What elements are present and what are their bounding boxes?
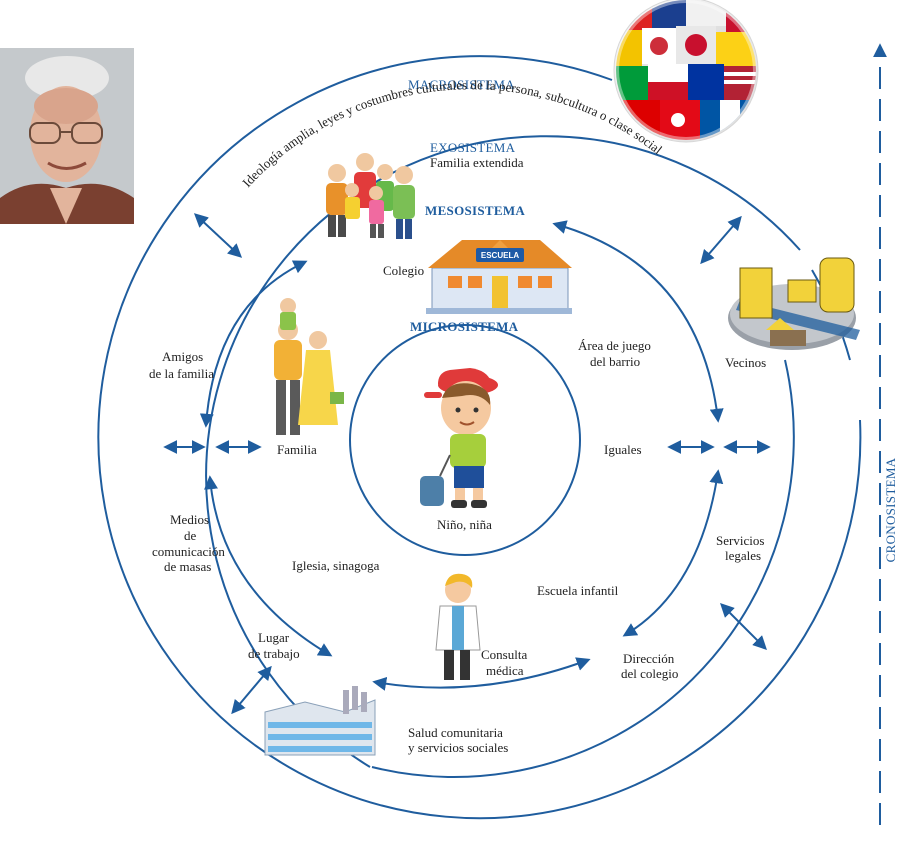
factory-icon xyxy=(264,686,376,756)
label-salud-1: Salud comunitaria xyxy=(408,725,503,740)
label-consulta-1: Consulta xyxy=(481,647,527,662)
arrow-diag-top-left xyxy=(193,213,243,258)
label-familia: Familia xyxy=(277,442,317,457)
family-icon xyxy=(274,298,344,435)
label-escuela-infantil: Escuela infantil xyxy=(537,583,619,598)
microsystem-ring xyxy=(349,324,581,556)
school-icon: ESCUELA xyxy=(426,240,572,314)
meso-arrow-top-left xyxy=(199,260,308,428)
exosystem-ring-right xyxy=(371,359,795,778)
label-familia-extendida: Familia extendida xyxy=(430,155,524,170)
arrow-diag-top-right xyxy=(700,215,742,265)
microsystem-title: MICROSISTEMA xyxy=(410,319,519,334)
mesosystem-title: MESOSISTEMA xyxy=(425,203,525,218)
label-amigos-2: de la familia xyxy=(149,366,214,381)
label-colegio: Colegio xyxy=(383,263,424,278)
label-consulta-2: médica xyxy=(486,663,524,678)
chronosystem-label: CRONOSISTEMA xyxy=(883,457,898,562)
portrait-photo xyxy=(0,48,134,224)
arrow-diag-bottom-left xyxy=(231,665,272,715)
exosystem-title: EXOSISTEMA xyxy=(430,140,516,155)
label-medios-4: de masas xyxy=(164,559,211,574)
label-servicios-1: Servicios xyxy=(716,533,764,548)
macrosystem-title: MACROSISTEMA xyxy=(408,77,515,92)
school-sign-text: ESCUELA xyxy=(481,251,519,260)
label-servicios-2: legales xyxy=(725,548,761,563)
globe-flags-icon xyxy=(613,0,759,143)
label-medios-3: comunicación xyxy=(152,544,225,559)
label-area-1: Área de juego xyxy=(578,338,651,353)
label-nino: Niño, niña xyxy=(437,517,492,532)
child-icon xyxy=(420,368,498,508)
arrow-diag-bottom-right xyxy=(720,603,767,650)
label-iguales: Iguales xyxy=(604,442,642,457)
label-salud-2: y servicios sociales xyxy=(408,740,508,755)
meso-arrow-top-right xyxy=(552,220,724,423)
label-amigos-1: Amigos xyxy=(162,349,203,364)
doctor-icon xyxy=(435,573,481,680)
label-medios-1: Medios xyxy=(170,512,209,527)
label-vecinos: Vecinos xyxy=(725,355,766,370)
neighborhood-icon xyxy=(728,257,860,350)
label-direccion-2: del colegio xyxy=(621,666,678,681)
meso-arrow-bottom-right xyxy=(622,469,724,637)
meso-arrow-bottom-left xyxy=(204,475,333,657)
macrosystem-description: Ideología amplia, leyes y costumbres cul… xyxy=(239,77,665,190)
label-area-2: del barrio xyxy=(590,354,640,369)
label-lugar-1: Lugar xyxy=(258,630,290,645)
label-direccion-1: Dirección xyxy=(623,651,675,666)
macrosystem-ring xyxy=(97,55,862,820)
label-lugar-2: de trabajo xyxy=(248,646,300,661)
extended-family-icon xyxy=(326,153,415,239)
label-medios-2: de xyxy=(184,528,197,543)
label-iglesia: Iglesia, sinagoga xyxy=(292,558,380,573)
meso-arrow-bottom xyxy=(372,657,591,691)
